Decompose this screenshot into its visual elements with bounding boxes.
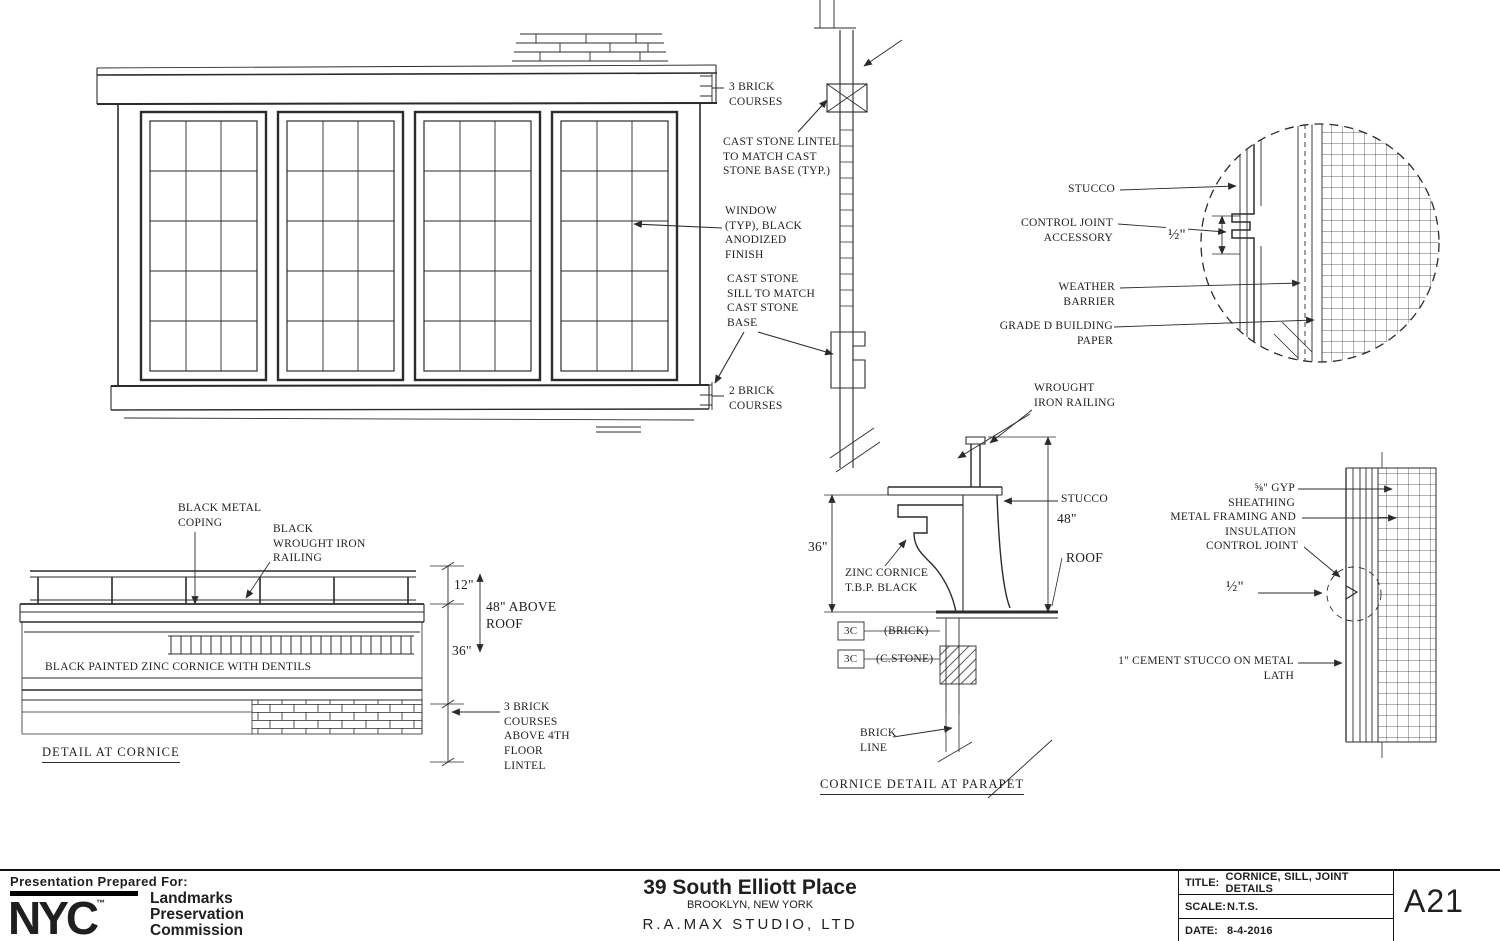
- agency-line-3: Commission: [150, 922, 244, 939]
- title-block: Presentation Prepared For: NYC™ Landmark…: [0, 869, 1500, 941]
- label-cast-stone-sill: CAST STONE SILL TO MATCH CAST STONE BASE: [727, 273, 816, 330]
- label-2-brick-courses: 2 BRICK COURSES: [729, 385, 783, 412]
- label-half-inch-dim: ½": [1166, 226, 1188, 246]
- date-row: DATE: 8-4-2016: [1179, 919, 1393, 941]
- label-black-metal-coping: BLACK METAL COPING: [178, 502, 262, 529]
- prepared-for-label: Presentation Prepared For:: [10, 874, 188, 889]
- title-row: TITLE: CORNICE, SILL, JOINT DETAILS: [1179, 871, 1393, 895]
- label-brick-line: BRICK LINE: [860, 727, 897, 754]
- title-table: TITLE: CORNICE, SILL, JOINT DETAILS SCAL…: [1178, 871, 1394, 941]
- parapet-detail-drawing: [824, 409, 1063, 799]
- wall-strip-drawing: [814, 0, 903, 473]
- label-brick-note: (BRICK): [884, 625, 929, 637]
- scale-label: SCALE:: [1185, 900, 1226, 913]
- title-label: TITLE:: [1185, 876, 1220, 889]
- scale-row: SCALE: N.T.S.: [1179, 895, 1393, 919]
- studio-name: R.A.MAX STUDIO, LTD: [642, 916, 858, 933]
- label-cement-stucco: 1" CEMENT STUCCO ON METAL LATH: [1118, 655, 1294, 682]
- label-dim-12: 12": [452, 576, 476, 594]
- label-zinc-cornice-tbp: ZINC CORNICE T.B.P. BLACK: [845, 567, 929, 594]
- label-control-joint-accessory: CONTROL JOINT ACCESSORY: [1021, 217, 1113, 244]
- label-stucco: STUCCO: [1068, 183, 1115, 195]
- agency-name: Landmarks Preservation Commission: [150, 891, 244, 939]
- label-dim-48-above-roof: 48" ABOVE ROOF: [484, 598, 559, 633]
- label-wrought-iron-railing: WROUGHT IRON RAILING: [1034, 382, 1116, 409]
- label-wall-half-inch: ½": [1224, 578, 1246, 598]
- agency-line-1: Landmarks: [150, 890, 233, 907]
- sheet-number: A21: [1404, 883, 1464, 919]
- label-parapet-dim-48: 48": [1055, 510, 1079, 528]
- project-info: 39 South Elliott Place BROOKLYN, NEW YOR…: [550, 876, 950, 934]
- agency-line-2: Preservation: [150, 906, 244, 923]
- window-elevation-drawing: [96, 33, 834, 433]
- nyc-logo-bar: [10, 891, 138, 896]
- label-3-brick-courses: 3 BRICK COURSES: [729, 81, 783, 108]
- label-weather-barrier: WEATHER BARRIER: [1058, 281, 1115, 308]
- label-zinc-cornice-dentils: BLACK PAINTED ZINC CORNICE WITH DENTILS: [45, 661, 312, 673]
- scale-value: N.T.S.: [1227, 900, 1259, 913]
- cornice-detail-drawing: [19, 532, 500, 767]
- label-parapet-stucco: STUCCO: [1061, 493, 1108, 505]
- nyc-logo-text: NYC: [8, 892, 99, 941]
- date-value: 8-4-2016: [1227, 925, 1273, 937]
- label-control-joint: CONTROL JOINT: [1206, 540, 1298, 552]
- wall-section-drawing: [1258, 452, 1437, 758]
- caption-detail-at-cornice: DETAIL AT CORNICE: [42, 744, 180, 763]
- joint-detail-drawing: [1113, 123, 1440, 363]
- title-value: CORNICE, SILL, JOINT DETAILS: [1225, 870, 1349, 895]
- label-metal-framing-insulation: METAL FRAMING AND INSULATION: [1170, 511, 1296, 538]
- label-cstone-note: (C.STONE): [876, 653, 934, 665]
- label-3-brick-courses-lintel: 3 BRICK COURSES ABOVE 4TH FLOOR LINTEL: [504, 701, 570, 772]
- label-roof: ROOF: [1064, 549, 1106, 567]
- label-dim-36: 36": [450, 642, 474, 660]
- nyc-logo-tm: ™: [96, 898, 106, 908]
- caption-cornice-detail-at-parapet: CORNICE DETAIL AT PARAPET: [820, 776, 1025, 795]
- tag-3c-brick: 3C: [844, 625, 858, 637]
- label-black-wrought-iron-railing: BLACK WROUGHT IRON RAILING: [273, 523, 366, 565]
- label-parapet-dim-36: 36": [806, 538, 830, 556]
- date-label: DATE:: [1185, 925, 1218, 937]
- label-gyp-sheathing: ⅝" GYP SHEATHING: [1228, 482, 1295, 509]
- nyc-logo: NYC™: [8, 891, 105, 941]
- label-window-typ: WINDOW (TYP), BLACK ANODIZED FINISH: [725, 205, 803, 262]
- label-cast-stone-lintel: CAST STONE LINTEL TO MATCH CAST STONE BA…: [723, 136, 840, 178]
- project-title: 39 South Elliott Place: [643, 876, 857, 899]
- project-location: BROOKLYN, NEW YORK: [686, 899, 814, 911]
- label-grade-d-building-paper: GRADE D BUILDING PAPER: [999, 320, 1113, 347]
- tag-3c-stone: 3C: [844, 653, 858, 665]
